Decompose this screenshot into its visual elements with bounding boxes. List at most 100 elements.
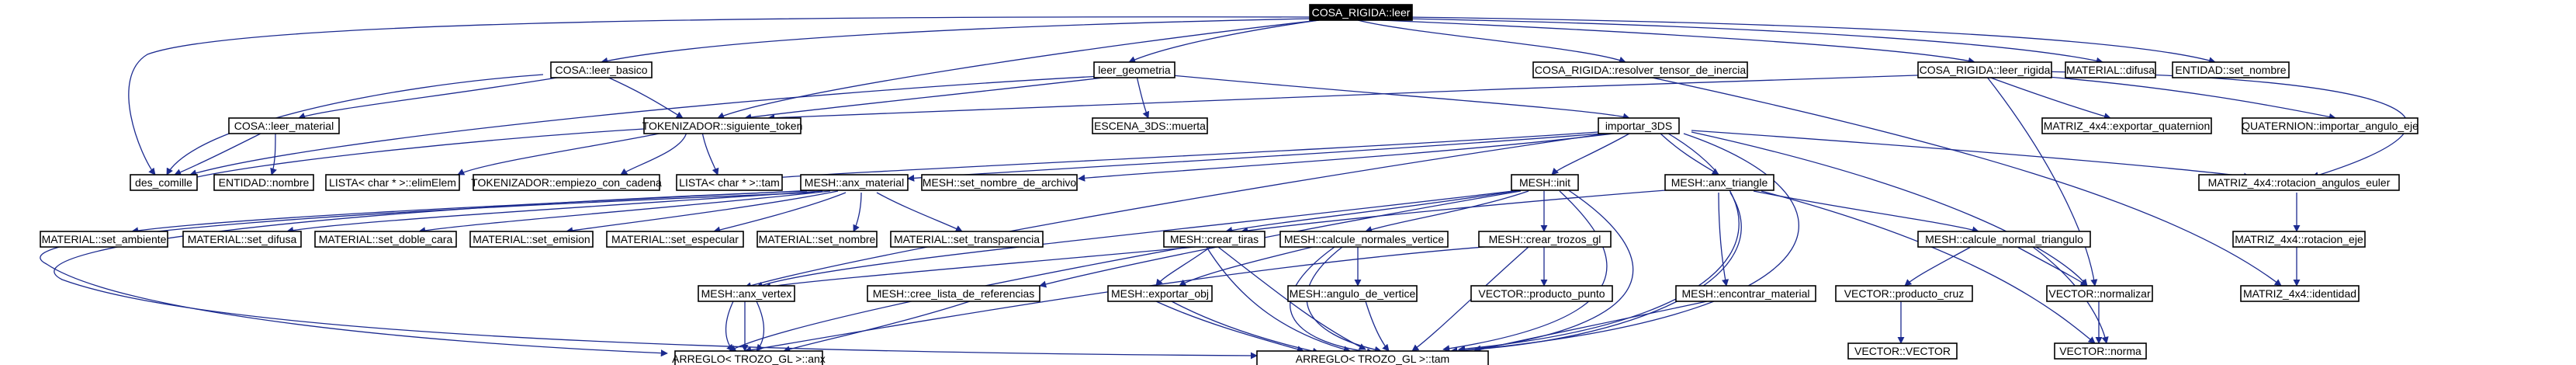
edge-material-to-des-comille (174, 131, 265, 176)
node-label-mesh-calcule-normal-tri: MESH::calcule_normal_triangulo (1925, 233, 2083, 245)
node-quat-importar[interactable]: QUATERNION::importar_angulo_eje (2242, 117, 2418, 134)
edge-tiras-to-arreglo-tam (1217, 246, 1366, 350)
node-importar-3ds[interactable]: importar_3DS (1598, 117, 1680, 134)
node-label-material-set-difusa: MATERIAL::set_difusa (188, 233, 297, 245)
node-mesh-anx-triangle[interactable]: MESH::anx_triangle (1664, 174, 1774, 191)
node-mesh-set-nombre-archivo[interactable]: MESH::set_nombre_de_archivo (921, 174, 1078, 191)
edge-anx-vertex-to-arreglo-anx-3 (725, 301, 734, 352)
edge-rigida-to-tokenizador (767, 74, 1941, 122)
node-material-difusa[interactable]: MATERIAL::difusa (2065, 61, 2156, 78)
node-vector-normalizar[interactable]: VECTOR::normalizar (2046, 285, 2153, 302)
node-label-arreglo-anx: ARREGLO< TROZO_GL >::anx (672, 353, 826, 365)
node-cosa-leer-basico[interactable]: COSA::leer_basico (550, 61, 653, 78)
edge-tiras-to-arreglo-tam-2 (1206, 246, 1351, 353)
node-label-leer-geometria: leer_geometria (1098, 64, 1171, 76)
edge-root-to-cosa-leer-basico (601, 18, 1312, 64)
edge-triangle-to-crear-tiras (1241, 189, 1677, 235)
node-label-mesh-angulo-vertice: MESH::angulo_de_vertice (1290, 287, 1416, 300)
edge-importar-to-arreglo-tam-2 (1458, 133, 1740, 353)
node-mesh-encontrar-material[interactable]: MESH::encontrar_material (1675, 285, 1816, 302)
node-material-set-nombre[interactable]: MATERIAL::set_nombre (757, 231, 878, 248)
node-arreglo-tam[interactable]: ARREGLO< TROZO_GL >::tam (1256, 350, 1489, 365)
edge-root-to-tokenizador (717, 19, 1320, 119)
node-leer-geometria[interactable]: leer_geometria (1093, 61, 1175, 78)
node-matriz-exportar-quat[interactable]: MATRIZ_4x4::exportar_quaternion (2041, 117, 2212, 134)
node-leer-rigida[interactable]: COSA_RIGIDA::leer_rigida (1917, 61, 2052, 78)
node-vector-producto-cruz[interactable]: VECTOR::producto_cruz (1835, 285, 1973, 302)
nodes: COSA_RIGIDA::leer COSA::leer_basico leer… (40, 4, 2418, 365)
edge-importar-to-anx-material (907, 133, 1603, 182)
node-label-vector-producto-punto: VECTOR::producto_punto (1478, 287, 1605, 300)
node-material-set-ambiente[interactable]: MATERIAL::set_ambiente (40, 231, 168, 248)
node-tokenizador-siguiente[interactable]: TOKENIZADOR::siguiente_token (642, 117, 803, 134)
node-mesh-init[interactable]: MESH::init (1511, 174, 1579, 191)
node-label-vector-norma: VECTOR::norma (2059, 345, 2141, 357)
edge-importar-to-normalizar (1691, 131, 2088, 287)
edge-init-to-arreglo-tam (1442, 190, 1608, 353)
node-matriz-rot-euler[interactable]: MATRIZ_4x4::rotacion_angulos_euler (2198, 174, 2400, 191)
node-label-des-comille: des_comille (135, 176, 192, 189)
node-label-mesh-encontrar-material: MESH::encontrar_material (1682, 287, 1810, 300)
node-resolver-tensor[interactable]: COSA_RIGIDA::resolver_tensor_de_inercia (1532, 61, 1748, 78)
edge-importar-to-anx-triangle (1660, 133, 1719, 176)
node-lista-elim[interactable]: LISTA< char * >::elimElem (325, 174, 460, 191)
edge-importar-to-mesh-init (1551, 133, 1630, 176)
node-tokenizador-empiezo[interactable]: TOKENIZADOR::empiezo_con_cadena (471, 174, 662, 191)
node-entidad-set-nombre[interactable]: ENTIDAD::set_nombre (2172, 61, 2290, 78)
edge-token-to-lista-tam (701, 131, 719, 176)
node-mesh-angulo-vertice[interactable]: MESH::angulo_de_vertice (1287, 285, 1418, 302)
node-label-quat-importar: QUATERNION::importar_angulo_eje (2242, 120, 2418, 132)
node-material-set-emision[interactable]: MATERIAL::set_emision (469, 231, 594, 248)
edge-init-to-crear-tiras (1225, 189, 1522, 234)
edge-normal-tri-to-vector-norma (2032, 246, 2109, 344)
node-vector-vector[interactable]: VECTOR::VECTOR (1847, 342, 1958, 360)
node-arreglo-anx[interactable]: ARREGLO< TROZO_GL >::anx (672, 350, 826, 365)
node-label-mesh-cree-lista: MESH::cree_lista_de_referencias (873, 287, 1035, 300)
edge-trozos-to-arreglo-anx (744, 245, 1506, 354)
node-mesh-anx-material[interactable]: MESH::anx_material (800, 174, 909, 191)
node-matriz-identidad[interactable]: MATRIZ_4x4::identidad (2240, 285, 2360, 302)
node-material-set-transparencia[interactable]: MATERIAL::set_transparencia (890, 231, 1044, 248)
edge-importar-to-rot-euler (1691, 130, 2251, 180)
node-vector-producto-punto[interactable]: VECTOR::producto_punto (1470, 285, 1613, 302)
node-matriz-rot-eje[interactable]: MATRIZ_4x4::rotacion_eje (2232, 231, 2366, 248)
edge-token-to-des-comille (189, 128, 645, 181)
node-vector-norma[interactable]: VECTOR::norma (2054, 342, 2147, 360)
node-label-vector-producto-cruz: VECTOR::producto_cruz (1844, 287, 1965, 300)
node-label-entidad-nombre: ENTIDAD::nombre (219, 176, 310, 189)
edge-token-to-lista-elim (457, 131, 668, 176)
node-label-mesh-anx-vertex: MESH::anx_vertex (701, 287, 792, 300)
node-escena-muerta[interactable]: ESCENA_3DS::muerta (1092, 117, 1208, 134)
edge-triangle-to-encontrar-material (1718, 192, 1729, 287)
node-mesh-calcule-normal-tri[interactable]: MESH::calcule_normal_triangulo (1917, 231, 2091, 248)
edge-importar-to-arreglo-tam (1473, 133, 1799, 353)
node-mesh-crear-tiras[interactable]: MESH::crear_tiras (1163, 231, 1265, 248)
node-mesh-anx-vertex[interactable]: MESH::anx_vertex (698, 285, 795, 302)
node-mesh-cree-lista[interactable]: MESH::cree_lista_de_referencias (867, 285, 1040, 302)
node-material-set-difusa[interactable]: MATERIAL::set_difusa (182, 231, 302, 248)
node-mesh-calcule-normales[interactable]: MESH::calcule_normales_vertice (1279, 231, 1449, 248)
node-label-lista-elim: LISTA< char * >::elimElem (329, 176, 456, 189)
edge-exportar-to-arreglo-tam-2 (1171, 301, 1320, 355)
node-label-tokenizador-empiezo: TOKENIZADOR::empiezo_con_cadena (471, 176, 662, 189)
node-material-set-especular[interactable]: MATERIAL::set_especular (606, 231, 744, 248)
edge-rigida-to-quat (2017, 74, 2336, 120)
edge-material-to-entidad-nombre (270, 131, 277, 176)
node-label-leer-rigida: COSA_RIGIDA::leer_rigida (1920, 64, 2051, 76)
node-cosa-leer-material[interactable]: COSA::leer_material (228, 117, 340, 134)
node-label-vector-vector: VECTOR::VECTOR (1854, 345, 1951, 357)
edge-normales-to-arreglo-tam (1306, 246, 1382, 353)
edge-normal-tri-to-producto-cruz (1904, 246, 1972, 287)
node-entidad-nombre[interactable]: ENTIDAD::nombre (213, 174, 314, 191)
edge-exportar-to-arreglo-tam (1155, 301, 1304, 353)
node-mesh-crear-trozos[interactable]: MESH::crear_trozos_gl (1478, 231, 1612, 248)
node-material-set-doble-cara[interactable]: MATERIAL::set_doble_cara (314, 231, 457, 248)
node-mesh-exportar-obj[interactable]: MESH::exportar_obj (1107, 285, 1213, 302)
node-label-vector-normalizar: VECTOR::normalizar (2048, 287, 2151, 300)
node-root[interactable]: COSA_RIGIDA::leer (1309, 4, 1413, 21)
edge-root-to-resolver-tensor (1357, 19, 1626, 64)
node-lista-tam[interactable]: LISTA< char * >::tam (676, 174, 783, 191)
node-des-comille[interactable]: des_comille (130, 174, 198, 191)
edge-basico-to-leer-material (298, 75, 567, 120)
